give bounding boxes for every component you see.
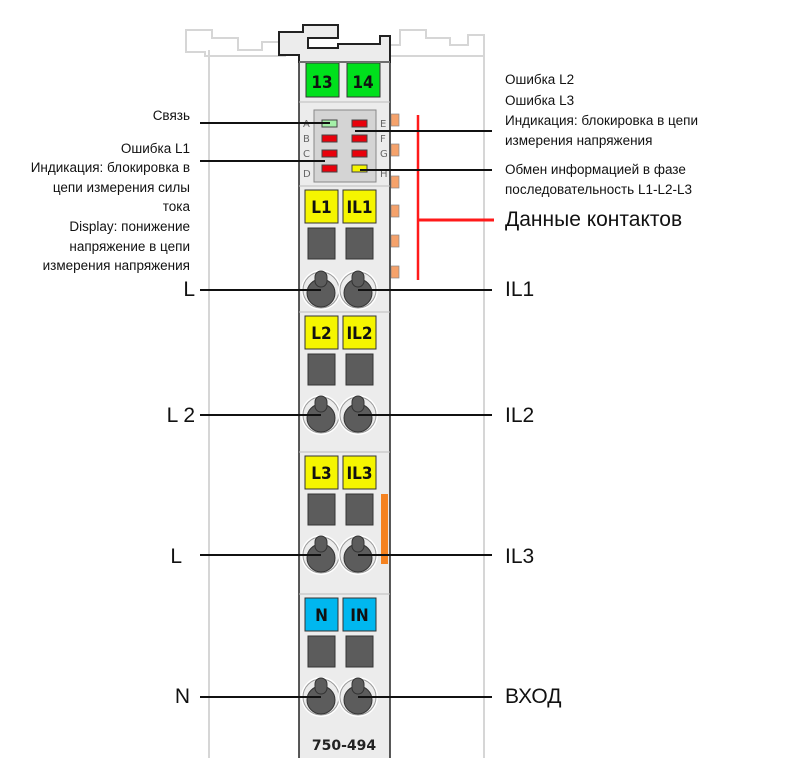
row-label-text: L2	[311, 324, 331, 344]
led-f	[351, 134, 368, 143]
row-label-box	[304, 597, 339, 632]
led-letter: B	[303, 134, 310, 145]
terminal-right-4: ВХОД	[505, 685, 562, 708]
label-13-text: 13	[311, 73, 332, 93]
annotation-indication-right-2: измерения напряжения	[505, 133, 653, 148]
orange-side-bar	[381, 494, 388, 564]
row-label-box	[342, 189, 377, 224]
annotation-display-2: напряжение в цепи	[69, 239, 190, 254]
release-slot	[307, 227, 336, 260]
terminal-left-4: N	[174, 685, 190, 708]
release-slot	[345, 635, 374, 668]
annotation-display-3: измерения напряжения	[42, 258, 190, 273]
terminal-left-2: L 2	[166, 404, 195, 427]
row-label-text: IL3	[346, 464, 372, 484]
row-label-box	[304, 189, 339, 224]
release-slot	[345, 227, 374, 260]
row-label-box	[342, 455, 377, 490]
release-slot	[345, 493, 374, 526]
led-b	[321, 134, 338, 143]
annotation-display-1: Display: понижение	[69, 219, 190, 234]
annotation-error-l1: Ошибка L1	[120, 141, 190, 156]
row-label-text: N	[315, 606, 328, 626]
led-letter: H	[380, 169, 388, 180]
led-letter: A	[303, 119, 310, 130]
terminal-left-3: L	[170, 545, 182, 568]
terminal-right-3: IL3	[505, 545, 535, 568]
callout-lines	[200, 122, 492, 171]
model-number: 750-494	[312, 738, 377, 754]
annotation-indication-right-1: Индикация: блокировка в цепи	[505, 113, 698, 128]
led-letter: E	[380, 119, 386, 130]
row-label-text: IL2	[346, 324, 372, 344]
label-14	[346, 62, 381, 98]
contact-data-bracket	[416, 115, 494, 280]
annotation-indication-left-1: Индикация: блокировка в	[30, 160, 190, 175]
led-letter: G	[380, 149, 388, 160]
annotation-exchange-1: Обмен информацией в фазе	[505, 162, 686, 177]
annotation-error-l2: Ошибка L2	[505, 72, 575, 87]
row-label-text: L3	[311, 464, 331, 484]
release-slot	[307, 493, 336, 526]
row-label-text: IL1	[346, 198, 372, 218]
led-c	[321, 149, 338, 158]
terminal-left-1: L	[183, 278, 195, 301]
annotation-exchange-2: последовательность L1-L2-L3	[505, 182, 692, 197]
row-label-box	[342, 315, 377, 350]
annotation-contact-data: Данные контактов	[505, 208, 683, 231]
row-label-box	[304, 315, 339, 350]
terminal-right-2: IL2	[505, 404, 535, 427]
release-slot	[307, 635, 336, 668]
led-letter: C	[303, 149, 310, 160]
row-label-box	[304, 455, 339, 490]
row-label-text: L1	[311, 198, 331, 218]
annotation-indication-left-2: цепи измерения силы	[52, 180, 190, 195]
annotation-link: Связь	[152, 108, 190, 123]
annotation-error-l3: Ошибка L3	[505, 93, 575, 108]
ghost-module-outline	[185, 29, 485, 758]
release-slot	[345, 353, 374, 386]
label-13	[305, 62, 340, 98]
led-letter: D	[303, 169, 311, 180]
row-label-box	[342, 597, 377, 632]
led-d	[321, 164, 338, 173]
contact-tabs	[390, 113, 400, 279]
release-slot	[307, 353, 336, 386]
row-label-text: IN	[350, 606, 369, 626]
module-top-latch	[278, 24, 391, 63]
led-e	[351, 119, 368, 128]
led-g	[351, 149, 368, 158]
led-h	[351, 164, 368, 173]
annotation-indication-left-3: тока	[162, 199, 190, 214]
terminal-right-1: IL1	[505, 278, 535, 301]
label-14-text: 14	[352, 73, 373, 93]
led-letter: F	[380, 134, 386, 145]
